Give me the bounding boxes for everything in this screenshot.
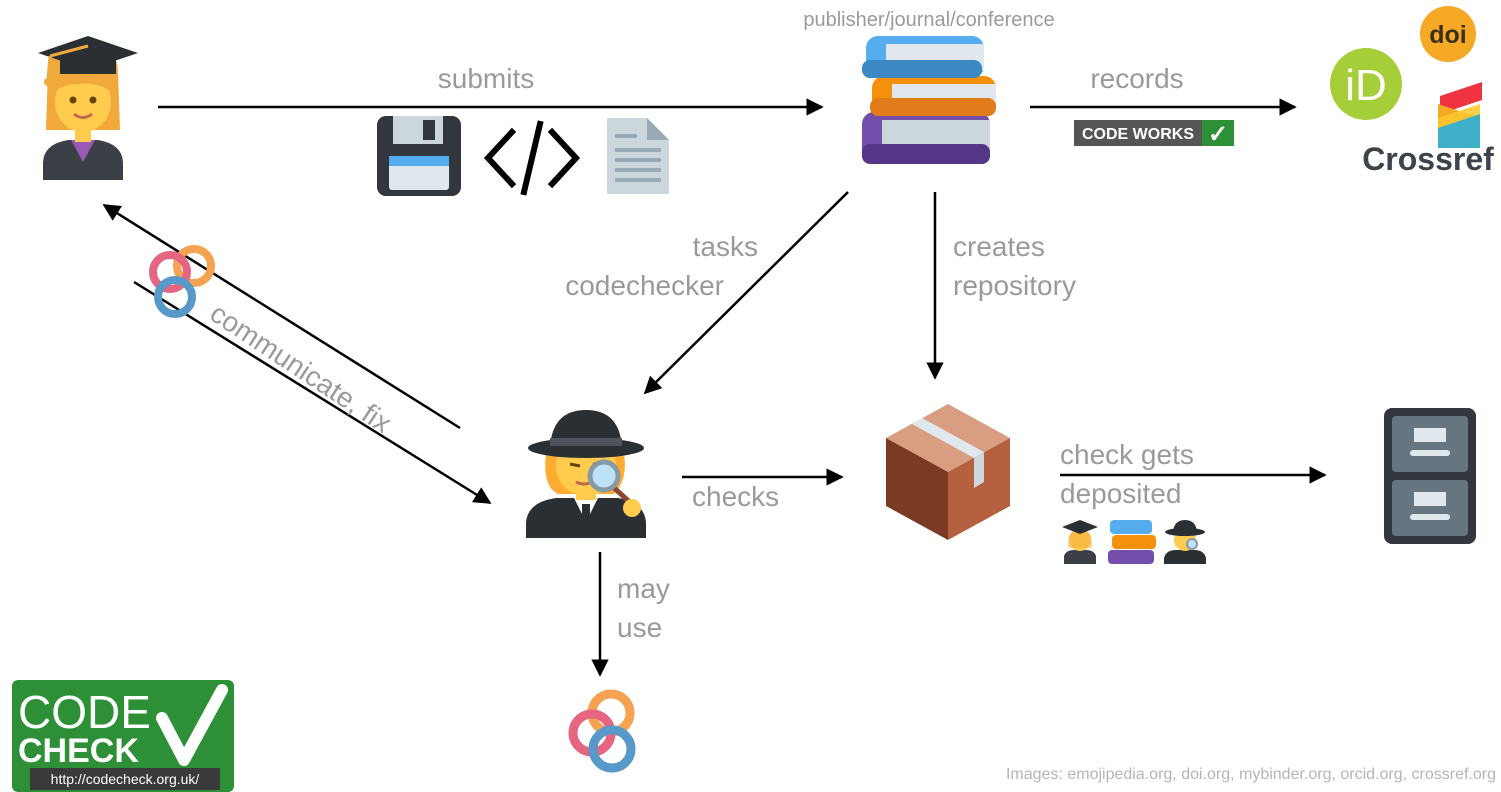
detective-icon xyxy=(526,410,646,538)
use-label: use xyxy=(617,612,662,643)
mini-detective-icon xyxy=(1164,520,1206,564)
file-cabinet-icon xyxy=(1384,408,1476,544)
tasks-label: tasks xyxy=(693,231,758,262)
code-works-badge: CODE WORKS ✓ xyxy=(1074,120,1234,148)
arrow-communicate-to-checker xyxy=(133,280,492,505)
svg-text:Crossref: Crossref xyxy=(1362,141,1494,177)
svg-text:iD: iD xyxy=(1345,61,1387,110)
communicate-label: communicate, fix xyxy=(205,297,397,439)
codecheck-logo: CODE CHECK http://codecheck.org.uk/ xyxy=(12,680,234,792)
code-icon xyxy=(483,120,581,196)
codecheck-check-icon xyxy=(156,684,228,766)
publisher-label: publisher/journal/conference xyxy=(803,9,1054,31)
crossref-logo: Crossref xyxy=(1362,82,1494,177)
package-icon xyxy=(886,404,1010,540)
arrow-communicate-to-author xyxy=(102,203,461,430)
arrow-tasks-codechecker xyxy=(643,191,849,395)
code-works-text: CODE WORKS xyxy=(1082,126,1194,143)
mini-graduate-icon xyxy=(1062,520,1098,564)
creates-label: creates xyxy=(953,231,1045,262)
orcid-logo: iD xyxy=(1330,48,1402,120)
credits-text: Images: emojipedia.org, doi.org, mybinde… xyxy=(1006,766,1496,783)
repository-label: repository xyxy=(953,270,1076,301)
doi-logo: doi xyxy=(1420,6,1476,62)
graduate-icon xyxy=(38,36,138,180)
codecheck-logo-line2: CHECK xyxy=(18,732,139,770)
may-label: may xyxy=(617,573,670,604)
records-label: records xyxy=(1090,63,1183,94)
codecheck-url: http://codecheck.org.uk/ xyxy=(51,771,200,787)
mini-books-icon xyxy=(1108,520,1156,564)
document-icon xyxy=(607,118,669,194)
codecheck-logo-line1: CODE xyxy=(18,686,151,738)
arrows xyxy=(102,98,1327,677)
binder-icon-may-use xyxy=(568,689,636,773)
binder-icon-communicate xyxy=(149,245,215,318)
check-mark-icon: ✓ xyxy=(1208,121,1228,148)
deposited-label: deposited xyxy=(1060,478,1181,509)
svg-text:doi: doi xyxy=(1429,21,1467,49)
submits-label: submits xyxy=(438,63,534,94)
floppy-disk-icon xyxy=(377,116,461,196)
checks-label: checks xyxy=(692,481,779,512)
check-gets-label: check gets xyxy=(1060,439,1194,470)
books-icon xyxy=(862,36,996,164)
codechecker-label: codechecker xyxy=(565,270,724,301)
